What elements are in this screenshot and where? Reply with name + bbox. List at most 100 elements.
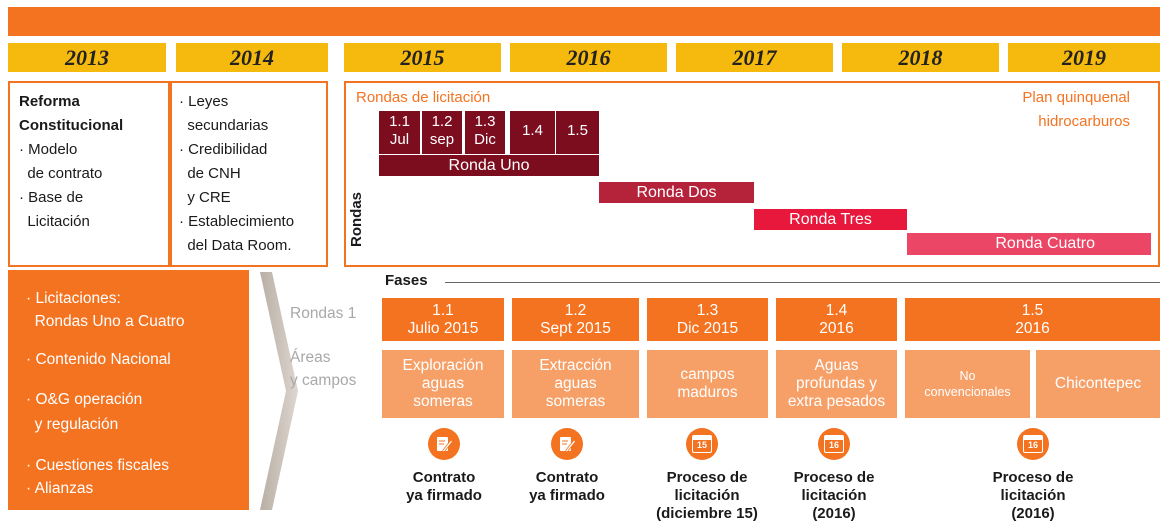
status-1-3: Proceso de licitación (diciembre 15) [642,469,772,523]
topic-item: · Cuestiones fiscales [26,457,170,474]
sub-round-num: 1.1 [389,113,410,130]
sub-round-num: 1.5 [567,122,588,139]
area-campos-maduros: campos maduros [647,350,768,418]
calendar-day: 15 [696,440,707,450]
area-aguas-profundas: Aguas profundas y extra pesados [776,350,897,418]
year-2015: 2015 [344,43,501,72]
status-line: Contrato [412,469,476,486]
band-ronda-cuatro: Ronda Cuatro [907,233,1151,255]
box-2014-line: y CRE [179,189,231,206]
year-2019: 2019 [1008,43,1160,72]
status-line: licitación [801,487,867,504]
box-2014-line: · Leyes [179,93,229,110]
status-line: ya firmado [529,487,605,504]
topic-item: · Licitaciones: [26,290,121,307]
phase-date: Julio 2015 [407,319,479,337]
phase-date: 2016 [819,319,854,337]
box-2013-line: · Modelo [19,141,78,158]
status-line: Proceso de [666,469,748,486]
status-line: ya firmado [406,487,482,504]
topic-item: · Alianzas [26,480,94,497]
sub-round-1-2: 1.2 sep [422,111,462,154]
box-2014-line: del Data Room. [179,237,292,254]
fases-divider [445,282,1160,283]
sub-round-num: 1.3 [474,113,496,130]
phase-1-2: 1.2 Sept 2015 [512,298,639,341]
area-line: Extracción [539,357,612,374]
calendar-15-icon: 15 [686,428,718,460]
box-2014-line: · Establecimiento [179,213,295,230]
sub-round-1-4: 1.4 [510,111,555,154]
status-line: Proceso de [992,469,1074,486]
area-no-convencionales: No convencionales [905,350,1030,418]
fases-title: Fases [385,272,428,289]
phase-date: Sept 2015 [540,319,611,337]
year-2017: 2017 [676,43,833,72]
area-line: maduros [677,384,738,401]
sub-round-month: Dic [474,131,496,148]
phase-1-1: 1.1 Julio 2015 [382,298,504,341]
box-2014: · Leyes secundarias · Credibilidad de CN… [170,81,328,267]
plan-quinquenal-1: Plan quinquenal [1022,89,1130,106]
status-line: (2016) [1011,505,1055,522]
area-line: someras [413,393,473,410]
sub-round-num: 1.2 [431,113,453,130]
sub-round-month: Jul [389,131,410,148]
left-topics-panel: · Licitaciones: Rondas Uno a Cuatro · Co… [8,270,249,510]
band-ronda-tres: Ronda Tres [754,209,907,230]
box-2013-line: Licitación [19,213,90,230]
area-line: Chicontepec [1054,375,1142,392]
area-exploracion: Exploración aguas someras [382,350,504,418]
box-2014-line: · Credibilidad [179,141,268,158]
band-ronda-uno: Ronda Uno [379,155,599,176]
area-chicontepec: Chicontepec [1036,350,1160,418]
area-line: aguas [421,375,465,392]
area-line: Aguas [814,357,859,374]
status-line: licitación [674,487,740,504]
chevron-arrow [260,272,298,510]
pen-paper-icon [551,428,583,460]
sub-round-1-1: 1.1 Jul [379,111,420,154]
phase-1-4: 1.4 2016 [776,298,897,341]
year-2013: 2013 [8,43,166,72]
phase-1-5: 1.5 2016 [905,298,1160,341]
status-line: licitación [1000,487,1066,504]
plan-quinquenal-2: hidrocarburos [1038,113,1130,130]
status-1-5: Proceso de licitación (2016) [973,469,1093,523]
status-1-4: Proceso de licitación (2016) [774,469,894,523]
calendar-day: 16 [828,440,839,450]
topic-item: Rondas Uno a Cuatro [26,313,185,330]
areas-label-2: y campos [290,372,357,389]
box-2013: Reforma Constitucional · Modelo de contr… [8,81,170,267]
status-line: Contrato [535,469,599,486]
status-1-1: Contrato ya firmado [384,469,504,505]
phase-id: 1.1 [432,301,454,319]
box-2013-line: · Base de [19,189,84,206]
year-2014: 2014 [176,43,328,72]
area-line: extra pesados [787,393,886,410]
phase-date: Dic 2015 [676,319,739,337]
status-line: (diciembre 15) [656,505,758,522]
status-line: Proceso de [793,469,875,486]
box-2013-line: de contrato [19,165,103,182]
area-line: profundas y [796,375,877,392]
status-1-2: Contrato ya firmado [507,469,627,505]
year-2016: 2016 [510,43,667,72]
phase-id: 1.2 [564,301,587,319]
rondas-1-label: Rondas 1 [290,305,357,322]
year-2018: 2018 [842,43,999,72]
rondas-title: Rondas de licitación [356,89,491,106]
box-2014-line: de CNH [179,165,241,182]
box-2014-line: secundarias [179,117,269,134]
area-line: convencionales [924,385,1011,399]
area-line: campos [680,366,735,383]
calendar-day: 16 [1027,440,1038,450]
area-line: No [959,369,976,383]
rondas-axis-label: Rondas [348,191,382,251]
area-extraccion: Extracción aguas someras [512,350,639,418]
box-2013-title-1: Reforma [19,93,80,110]
area-line: aguas [554,375,597,392]
phase-id: 1.3 [696,301,719,319]
phase-1-3: 1.3 Dic 2015 [647,298,768,341]
sub-round-num: 1.4 [522,122,543,139]
